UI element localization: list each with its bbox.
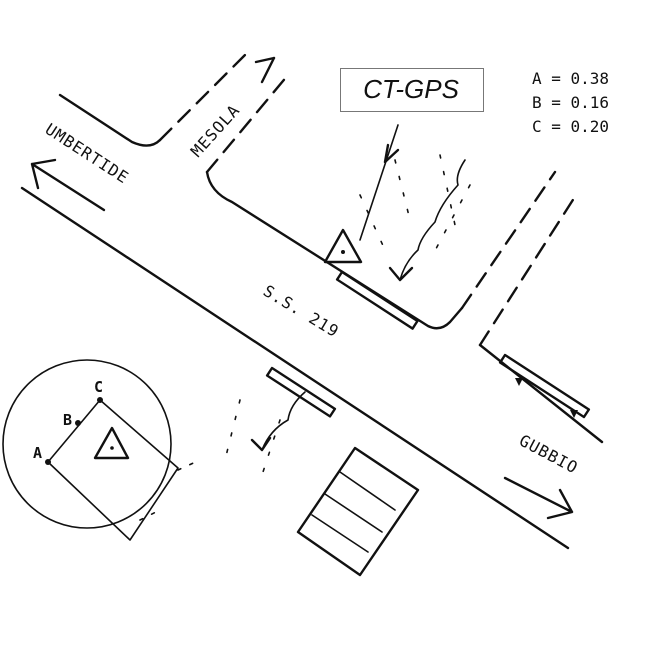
survey-line <box>359 124 399 241</box>
barrier-south <box>265 366 337 418</box>
stream-south-arrow-icon <box>250 436 272 452</box>
gps-station-dot-small <box>110 446 114 450</box>
mesola-road-left-edge <box>158 53 247 142</box>
survey-line-arrow-icon <box>383 143 400 164</box>
road-label-umbertide: UMBERTIDE <box>42 119 133 187</box>
barrier-east <box>498 353 591 419</box>
building-hatching <box>311 471 396 553</box>
main-road-upper-edge <box>205 170 464 330</box>
barrier-east-marker-1 <box>515 378 523 386</box>
stream-line-south <box>261 391 306 451</box>
hatched-building <box>296 446 420 577</box>
gubbio-arrow-icon <box>503 476 574 520</box>
legend-a: A = 0.38 <box>532 69 609 88</box>
point-c-label: C <box>94 378 103 396</box>
survey-circle <box>2 359 172 529</box>
gps-station-triangle-icon <box>323 228 363 264</box>
main-road-lower-edge <box>20 186 570 550</box>
gubbio-road-edge-2 <box>478 190 580 347</box>
point-c-marker <box>97 397 103 403</box>
barrier-north <box>335 270 419 330</box>
edge-dash <box>139 459 201 521</box>
gps-station-triangle-small-icon <box>93 426 130 460</box>
stream-bank-left <box>359 159 411 251</box>
mesola-arrow-icon <box>254 56 276 84</box>
point-a-label: A <box>33 444 42 462</box>
point-b-marker <box>75 420 81 426</box>
survey-parcel <box>47 399 179 541</box>
legend-c: C = 0.20 <box>532 117 609 136</box>
stream-arrow-icon <box>388 266 414 282</box>
road-label-gubbio: GUBBIO <box>516 431 581 478</box>
barrier-east-marker-2 <box>570 410 578 418</box>
stream-bank-right <box>429 154 471 261</box>
point-a-marker <box>45 459 51 465</box>
mesola-road-right-edge <box>205 73 290 174</box>
legend-b: B = 0.16 <box>532 93 609 112</box>
umbertide-arrow-icon <box>30 158 106 212</box>
building-outline <box>296 446 420 577</box>
stream-bank-south <box>224 399 281 476</box>
point-b-label: B <box>63 411 72 429</box>
stream-line-north <box>399 159 466 281</box>
main-road-north-segment <box>58 93 162 147</box>
main-road-east-edge <box>478 343 604 444</box>
title-box <box>340 68 484 112</box>
gps-station-dot <box>341 250 345 254</box>
road-label-main: S.S. 219 <box>260 281 343 341</box>
road-label-mesola: MESOLA <box>187 101 244 161</box>
gubbio-road-edge-1 <box>460 170 557 310</box>
diagram-title: CT-GPS <box>363 74 459 104</box>
